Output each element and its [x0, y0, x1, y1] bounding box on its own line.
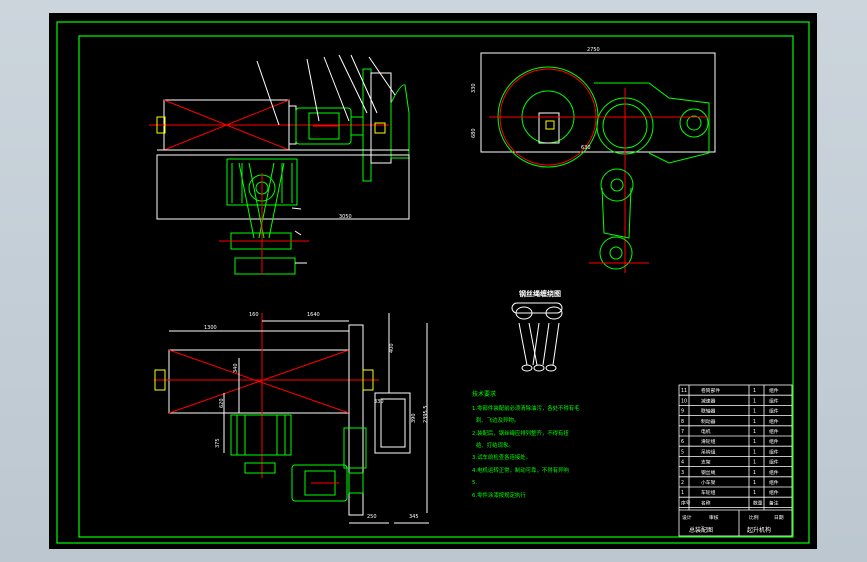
- rope-diagram: [511, 302, 563, 372]
- part-qty: 1: [753, 490, 756, 496]
- part-number: 3: [681, 470, 684, 476]
- part-remark: 组件: [769, 428, 779, 435]
- dim-bottom-d: 400: [389, 343, 395, 353]
- part-name: 小车架: [701, 479, 716, 486]
- part-remark: 组件: [769, 438, 779, 445]
- part-remark: 组件: [769, 469, 779, 476]
- title-check-label: 审核: [709, 514, 719, 521]
- part-remark: 组件: [769, 489, 779, 496]
- part-name: 联轴器: [701, 408, 716, 415]
- outer-border: [56, 21, 810, 544]
- dim-right-view-b: 680: [471, 128, 477, 138]
- part-qty: 数量: [753, 499, 763, 506]
- notes-line: 1.零部件装配前必须清除油污，各处不得有毛: [472, 404, 580, 412]
- part-qty: 1: [753, 460, 756, 466]
- part-qty: 1: [753, 470, 756, 476]
- part-name: 电机: [701, 428, 711, 435]
- dim-right-view-c: 630: [581, 145, 591, 151]
- part-number: 6: [681, 439, 684, 445]
- part-remark: 组件: [769, 397, 779, 404]
- part-remark: 组件: [769, 479, 779, 486]
- part-qty: 1: [753, 429, 756, 435]
- part-name: 吊钩组: [701, 448, 716, 455]
- title-date-label: 日期: [774, 515, 784, 521]
- dim-bottom-l: 345: [409, 514, 419, 520]
- part-name: 钢丝绳: [701, 469, 716, 476]
- dim-bottom-k: 250: [367, 514, 377, 520]
- part-number: 2: [681, 480, 684, 486]
- part-number: 序号: [681, 499, 691, 506]
- title-design-label: 设计: [682, 514, 692, 521]
- part-name: 滑轮组: [701, 438, 716, 445]
- part-remark: 组件: [769, 387, 779, 394]
- part-name: 减速器: [701, 397, 716, 404]
- part-name: 制动器: [701, 418, 716, 425]
- dim-top-left-length: 3050: [339, 214, 352, 220]
- part-remark: 组件: [769, 448, 779, 455]
- dim-bottom-j: 330: [374, 399, 384, 405]
- part-qty: 1: [753, 480, 756, 486]
- part-qty: 1: [753, 449, 756, 455]
- part-number: 5: [681, 449, 684, 455]
- part-remark: 备注: [769, 499, 779, 506]
- dim-bottom-b: 160: [249, 312, 259, 318]
- dim-bottom-g: 2395.5: [423, 406, 429, 424]
- notes-line: 2.装配后，钢丝绳应排列整齐，不得有扭: [472, 429, 569, 437]
- part-number: 1: [681, 490, 684, 496]
- inner-border: [78, 35, 794, 538]
- part-number: 11: [681, 388, 687, 394]
- notes-line: 5.: [472, 480, 477, 486]
- dim-bottom-i: 375: [215, 438, 221, 448]
- part-remark: 组件: [769, 418, 779, 425]
- side-view: [480, 52, 716, 273]
- notes-title: 技术要求: [472, 390, 496, 398]
- part-number: 4: [681, 460, 684, 466]
- part-qty: 1: [753, 398, 756, 404]
- technical-notes: 技术要求 1.零部件装配前必须清除油污，各处不得有毛 刺、飞边及异物。 2.装配…: [472, 390, 580, 499]
- notes-line: 结、打结现象。: [476, 441, 514, 449]
- part-number: 9: [681, 409, 684, 415]
- part-qty: 1: [753, 419, 756, 425]
- part-name: 卷筒部件: [701, 387, 720, 394]
- part-number: 7: [681, 429, 684, 435]
- rope-diagram-title: 钢丝绳缠绕图: [519, 289, 561, 298]
- dim-bottom-f: 620: [219, 398, 225, 408]
- notes-line: 3.试车前检查各连接处。: [472, 453, 531, 461]
- dim-top-right-width: 2750: [587, 47, 600, 53]
- part-number: 10: [681, 398, 687, 404]
- part-name: 车轮组: [701, 489, 716, 496]
- notes-line: 6.零件涂漆按规定执行: [472, 491, 526, 499]
- title-drawing-name: 总装配图: [689, 526, 713, 534]
- part-remark: 组件: [769, 459, 779, 466]
- dim-bottom-c: 1640: [307, 312, 320, 318]
- title-ratio-label: 比例: [749, 514, 759, 521]
- title-company: 起升机构: [747, 526, 771, 534]
- dim-bottom-a: 1300: [204, 325, 217, 331]
- front-view: [149, 54, 410, 275]
- part-remark: 组件: [769, 408, 779, 415]
- part-number: 8: [681, 419, 684, 425]
- part-qty: 1: [753, 439, 756, 445]
- cad-drawing: 3050 2750 330 680 630: [56, 21, 810, 544]
- part-qty: 1: [753, 409, 756, 415]
- part-qty: 1: [753, 388, 756, 394]
- part-name: 名称: [701, 499, 711, 506]
- notes-line: 刺、飞边及异物。: [476, 416, 519, 424]
- top-view: [154, 313, 429, 524]
- notes-line: 4.电机运转正常，制动可靠，不得有异响: [472, 466, 569, 474]
- dim-bottom-h: 390: [411, 413, 417, 423]
- dim-bottom-e: 340: [233, 363, 239, 373]
- part-name: 支架: [701, 459, 711, 466]
- cad-viewport[interactable]: 3050 2750 330 680 630: [49, 13, 817, 549]
- dim-right-view-a: 330: [471, 83, 477, 93]
